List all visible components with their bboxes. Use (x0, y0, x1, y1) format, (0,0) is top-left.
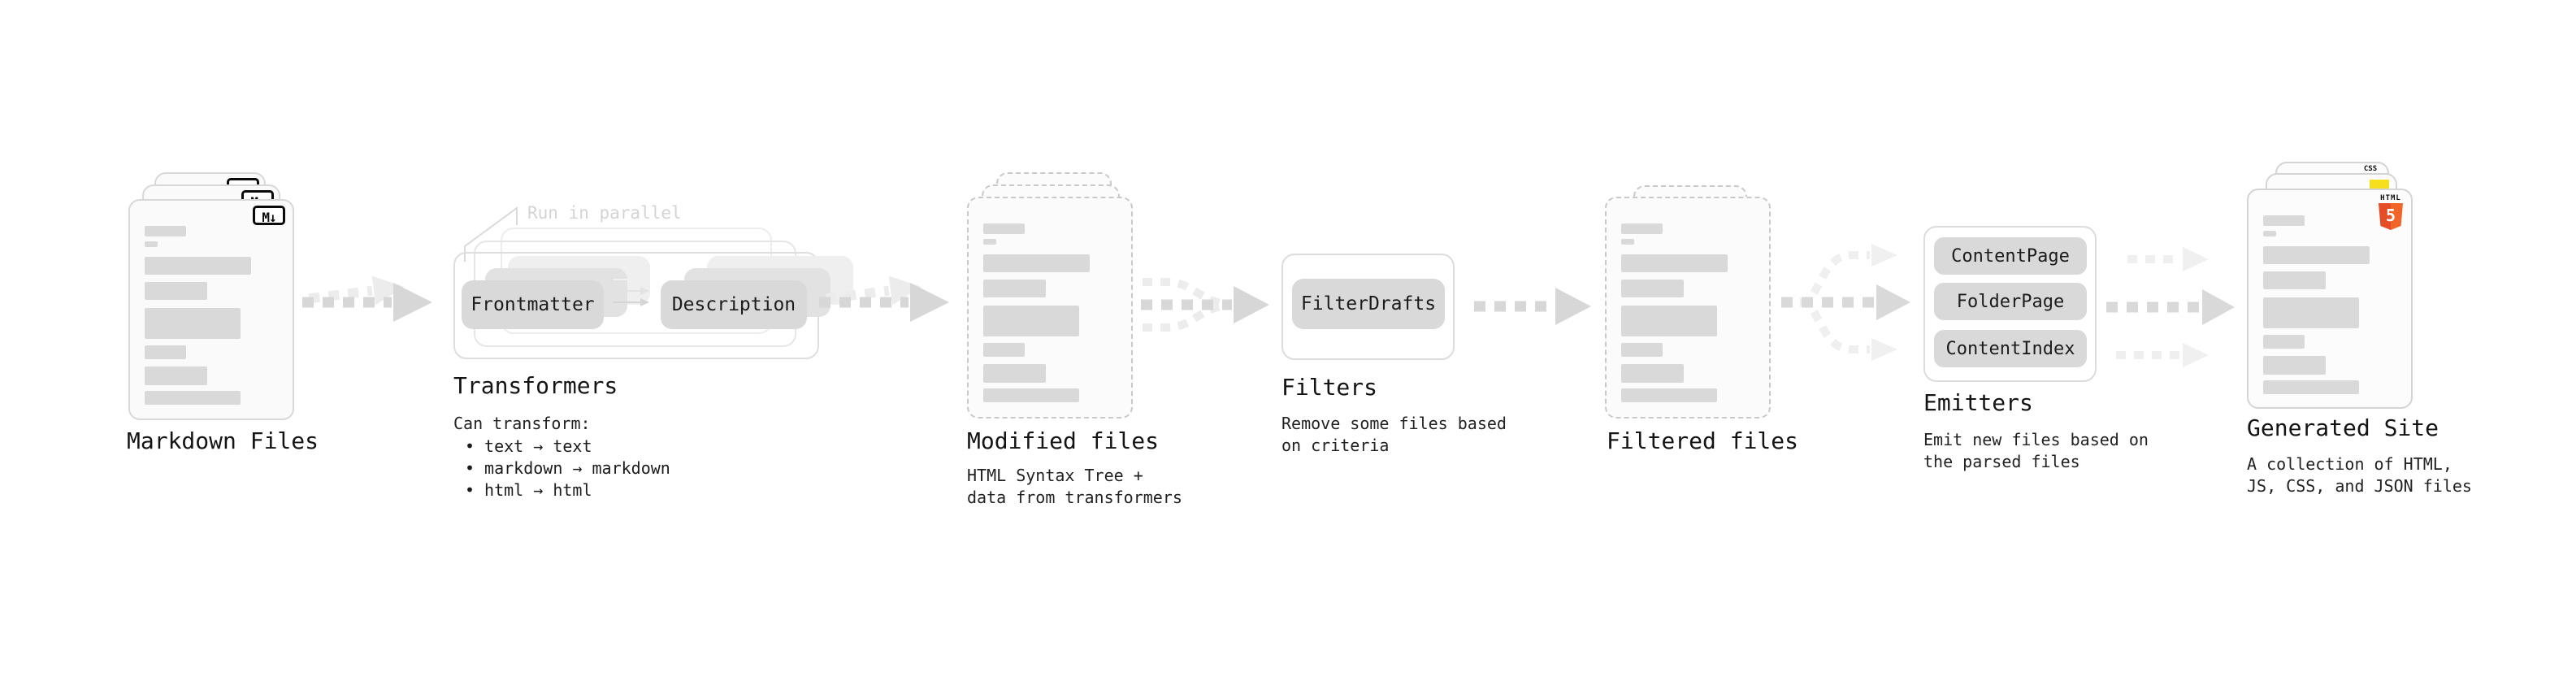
generated-site-desc: A collection of HTML, JS, CSS, and JSON … (2247, 454, 2472, 496)
arrow-modified-to-filters (1141, 278, 1269, 332)
doc-text-lines (2263, 215, 2396, 394)
transformers-label: Transformers (453, 372, 618, 399)
emitters-label: Emitters (1923, 389, 2033, 416)
filters-label: Filters (1281, 374, 1378, 401)
node-filterdrafts: FilterDrafts (1292, 279, 1445, 329)
run-in-parallel-callout: Run in parallel (527, 203, 682, 223)
html5-icon: HTML 5 (2376, 194, 2405, 230)
node-folderpage: FolderPage (1934, 283, 2087, 320)
transformers-bullet-list: •text → text •markdown → markdown •html … (465, 436, 670, 501)
generated-file-card-front: HTML 5 (2247, 189, 2413, 409)
filtered-file-card-front (1605, 197, 1771, 419)
markdown-icon: M↓ (253, 206, 285, 225)
bullet-item: •markdown → markdown (465, 458, 670, 478)
node-contentindex: ContentIndex (1934, 330, 2087, 367)
node-description: Description (661, 280, 807, 329)
node-frontmatter: Frontmatter (462, 280, 604, 329)
arrow-filtered-to-emitters (1781, 244, 1910, 361)
arrow-transformers-to-modified (819, 275, 949, 322)
bullet-item: •html → html (465, 480, 592, 500)
arrow-filters-to-filtered (1474, 288, 1591, 325)
modified-files-label: Modified files (967, 427, 1160, 454)
filtered-files-label: Filtered files (1607, 427, 1799, 454)
doc-text-lines (983, 223, 1117, 402)
modified-file-card-front (967, 197, 1133, 419)
markdown-file-card-front: M↓ (128, 199, 294, 420)
filters-desc: Remove some files based on criteria (1281, 414, 1507, 455)
bullet-item: •text → text (465, 436, 592, 456)
arrow-emitters-to-generated (2106, 247, 2235, 367)
node-contentpage: ContentPage (1934, 237, 2087, 275)
arrow-frontmatter-to-description (613, 275, 649, 306)
modified-files-desc: HTML Syntax Tree + data from transformer… (967, 466, 1182, 507)
markdown-files-label: Markdown Files (127, 427, 319, 454)
transformers-desc-title: Can transform: (453, 414, 591, 433)
doc-text-lines (145, 226, 278, 405)
arrow-markdown-to-transformers (302, 275, 432, 322)
emitters-desc: Emit new files based on the parsed files (1923, 430, 2149, 471)
doc-text-lines (1621, 223, 1754, 402)
generated-site-label: Generated Site (2247, 414, 2439, 441)
